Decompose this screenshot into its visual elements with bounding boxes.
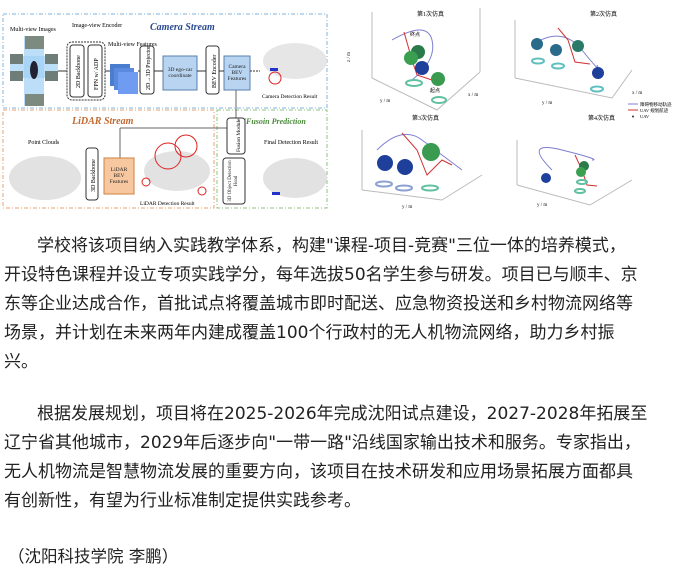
lidar-detection-result-label: LiDAR Detection Result <box>140 201 195 207</box>
legend: 障碍物移动轨迹 UAV 规划航迹 UAV <box>628 101 672 119</box>
ego-coord-label: 3D ego-car coordinate <box>167 66 193 79</box>
axis-y-2: y / m <box>542 101 552 106</box>
figures-row: Camera Stream LiDAR Stream BEVFusoin Pre… <box>0 0 690 212</box>
camera-bev-features-cube <box>223 55 251 91</box>
fusion-module-label: Fusion Module <box>236 118 242 152</box>
fusion-prediction-title: BEVFusoin Prediction <box>229 117 306 126</box>
multi-view-camera-images <box>10 36 58 106</box>
bevfusion-architecture-diagram: Camera Stream LiDAR Stream BEVFusoin Pre… <box>2 13 328 209</box>
camera-stream-title: Camera Stream <box>150 22 215 33</box>
text-line: 东等企业达成合作，首批试点将覆盖城市即时配送、应急物资投送和乡村物流网络等 <box>4 294 633 314</box>
axis-z-1: z / m <box>347 52 352 62</box>
camera-detection-result-label: Camera Detection Result <box>262 94 318 100</box>
text-line: 学校将该项目纳入实践教学体系，构建"课程-项目-竞赛"三位一体的培养模式， <box>37 236 626 256</box>
label-start: 起点 <box>430 88 440 94</box>
multi-view-features-stack <box>110 64 138 94</box>
text-line: 无人机物流是智慧物流发展的重要方向，该项目在技术研发和应用场景拓展方面都具 <box>4 462 633 482</box>
axis-y-4: y / m <box>537 203 547 208</box>
point-cloud-image <box>9 156 81 200</box>
bev-encoder-box <box>205 45 220 95</box>
image-view-encoder-label: Image-view Encoder <box>72 23 122 29</box>
axis-x-2: x / m <box>632 91 642 96</box>
subplot-title-2: 第2次仿真 <box>590 10 617 18</box>
multi-view-images-label: Multi-view Images <box>10 27 56 33</box>
text-line: 兴。 <box>4 352 38 372</box>
axis-x-1: x / m <box>468 93 478 98</box>
fusion-module-box <box>226 117 246 155</box>
projector-label: 2D→3D Projector <box>146 46 152 90</box>
subplot-title-3: 第3次仿真 <box>412 114 439 122</box>
text-line: 辽宁省其他城市，2029年后逐步向"一带一路"沿线国家输出技术和服务。专家指出， <box>4 433 641 453</box>
legend-uav-path: UAV 规划航迹 <box>640 107 669 114</box>
camera-bev-features-label: Camera BEV Features <box>227 63 247 83</box>
legend-uav: UAV <box>640 114 650 119</box>
lidar-stream-title: LiDAR Stream <box>71 116 134 127</box>
text-line: 开设特色课程并设立专项实践学分，每年选拔50名学生参与研发。项目已与顺丰、京 <box>4 265 638 285</box>
fpn-box <box>87 44 103 98</box>
lidar-bev-features-cube <box>103 157 135 195</box>
subplot-title-1: 第1次仿真 <box>417 10 444 18</box>
backbone-3d-label: 3D Backbone <box>91 159 97 192</box>
backbone-3d-box <box>85 147 99 201</box>
legend-obstacle: 障碍物移动轨迹 <box>640 101 672 108</box>
bev-encoder-label: BEV Encoder <box>212 55 218 88</box>
final-detection-result-image <box>263 158 327 198</box>
label-end: 终点 <box>410 31 420 38</box>
projector-box <box>139 45 155 95</box>
fpn-label: FPN w/ ADP <box>94 58 100 90</box>
subplot-4: 第4次仿真 y / m <box>516 114 633 208</box>
detection-head-label: 3D Object Detection Head <box>228 160 239 202</box>
axis-y-1: y / m <box>380 99 390 104</box>
fusion-connectors <box>119 90 237 158</box>
paragraph-plan: 根据发展规划，项目将在2025-2026年完成沈阳试点建设，2027-2028年… <box>4 400 688 516</box>
subplot-2: 第2次仿真 y / m x / m <box>514 10 642 106</box>
backbone-2d-box <box>69 44 85 98</box>
subplot-1: 第1次仿真 终点 起点 y / m x / m z / m <box>347 8 481 111</box>
text-line: 根据发展规划，项目将在2025-2026年完成沈阳试点建设，2027-2028年… <box>37 404 648 424</box>
camera-detection-result-image <box>263 43 327 85</box>
axis-y-3: y / m <box>402 205 412 210</box>
subplot-title-4: 第4次仿真 <box>588 114 615 122</box>
multi-view-features-label: Multi-view Features <box>108 42 157 48</box>
uav-marker-icon <box>632 115 634 118</box>
author-credit: （沈阳科技学院 李鹏） <box>8 547 179 566</box>
subplot-3: 第3次仿真 y / m <box>361 114 483 210</box>
text-line: 有创新性，有望为行业标准制定提供实践参考。 <box>4 491 361 511</box>
paragraph-teaching: 学校将该项目纳入实践教学体系，构建"课程-项目-竞赛"三位一体的培养模式， 开设… <box>4 232 688 377</box>
ego-coord-cube <box>162 55 198 91</box>
lidar-detection-result-image <box>141 134 210 196</box>
final-detection-result-label: Final Detection Result <box>264 140 318 146</box>
uav-simulation-plots: 第1次仿真 终点 起点 y / m x / m z / m 第2次仿真 y / … <box>347 8 672 210</box>
point-clouds-label: Point Clouds <box>28 140 60 146</box>
backbone-2d-label: 2D Backbone <box>76 55 82 88</box>
text-line: 场景，并计划在未来两年内建成覆盖100个行政村的无人机物流网络，助力乡村振 <box>4 323 615 343</box>
detection-head-box <box>222 157 246 205</box>
lidar-bev-features-label: LiDAR BEV Features <box>109 166 129 186</box>
